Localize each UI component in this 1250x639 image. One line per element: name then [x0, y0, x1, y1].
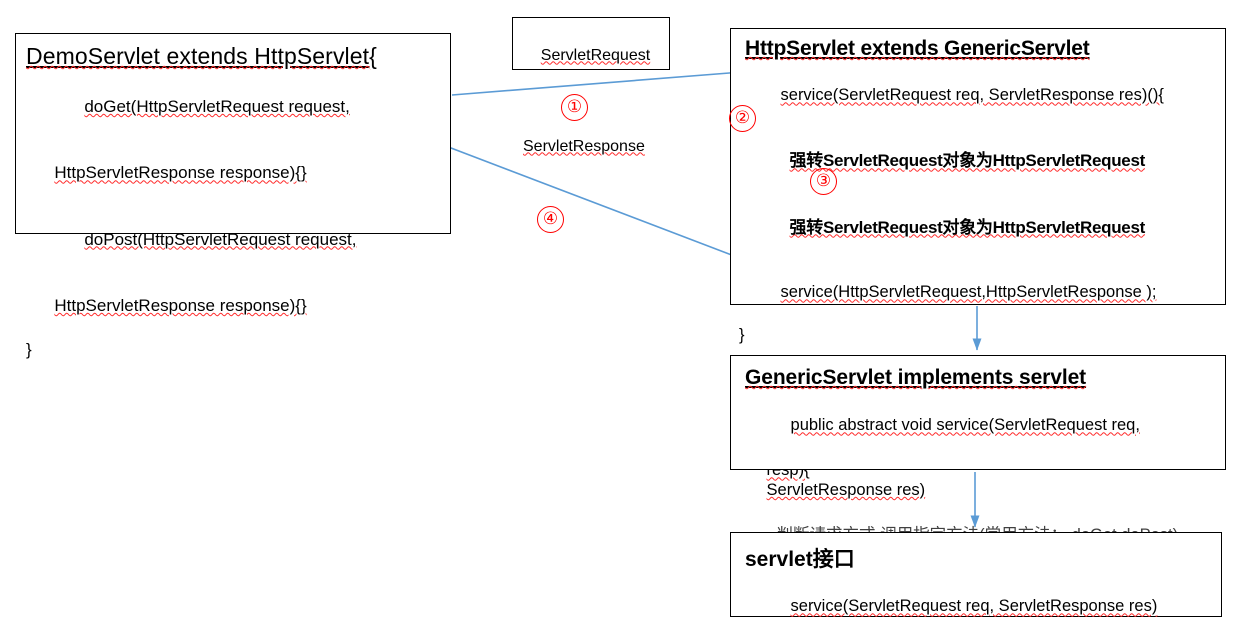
servlet-types-line-response: ServletResponse — [523, 137, 645, 155]
demo-servlet-line-3: doPost(HttpServletRequest request, — [84, 229, 357, 249]
arrow-step-1 — [451, 68, 743, 96]
http-servlet-service-call: service(HttpServletRequest,HttpServletRe… — [780, 283, 1157, 302]
demo-servlet-line-5: } — [26, 340, 32, 360]
servlet-interface-line-a: service(ServletRequest req, ServletRespo… — [790, 597, 1158, 616]
box-servlet-interface[interactable]: servlet接口 service(ServletRequest req, Se… — [730, 532, 1222, 617]
generic-servlet-line-b: ServletResponse res) — [766, 480, 926, 499]
servlet-interface-body: service(ServletRequest req, ServletRespo… — [739, 575, 1215, 639]
demo-servlet-line-1: doGet(HttpServletRequest request, — [84, 97, 350, 117]
step-marker-3: ③ — [810, 168, 837, 195]
step-marker-4: ④ — [537, 206, 564, 233]
servlet-types-line-request: ServletRequest — [540, 46, 651, 64]
http-servlet-cast-line-1: 强转ServletRequest对象为HttpServletRequest — [789, 151, 1146, 171]
box-demo-servlet[interactable]: DemoServlet extends HttpServlet{ doGet(H… — [15, 33, 451, 359]
demo-servlet-body: doGet(HttpServletRequest request, HttpSe… — [26, 74, 442, 361]
http-servlet-service-signature: service(ServletRequest req, ServletRespo… — [780, 86, 1164, 105]
http-servlet-close-brace-1: } — [739, 326, 745, 345]
demo-servlet-line-4: HttpServletResponse response){} — [54, 295, 307, 315]
step-marker-1: ① — [561, 94, 588, 121]
generic-servlet-body: public abstract void service(ServletRequ… — [739, 394, 1219, 523]
demo-servlet-line-2: HttpServletResponse response){} — [54, 163, 307, 183]
box-generic-servlet[interactable]: GenericServlet implements servlet public… — [730, 355, 1226, 499]
demo-servlet-header: DemoServlet extends HttpServlet{ — [26, 43, 377, 69]
box-servlet-types[interactable]: ServletRequest ServletResponse — [512, 17, 670, 155]
servlet-interface-header: servlet接口 — [745, 548, 855, 571]
box-http-servlet[interactable]: HttpServlet extends GenericServlet servi… — [730, 28, 1226, 587]
generic-servlet-header: GenericServlet implements servlet — [745, 366, 1087, 389]
step-marker-2: ② — [729, 105, 756, 132]
http-servlet-cast-line-2: 强转ServletRequest对象为HttpServletRequest — [789, 217, 1146, 237]
http-servlet-header: HttpServlet extends GenericServlet — [745, 37, 1090, 60]
generic-servlet-line-a: public abstract void service(ServletRequ… — [790, 416, 1140, 435]
